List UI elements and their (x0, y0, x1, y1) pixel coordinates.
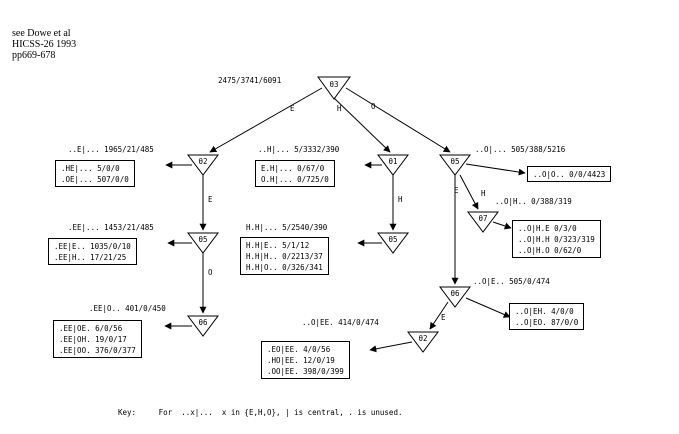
leaf-row: ..O|H.E 0/3/0 (518, 224, 577, 233)
leaf-box-nOH: ..O|H.E 0/3/0 ..O|H.H 0/323/319 ..O|H.O … (512, 220, 601, 258)
node-label-nH: θ1 (388, 157, 397, 166)
node-triangle-nE (187, 154, 219, 176)
node-label-nOE: θ6 (450, 289, 460, 298)
leaf-row: ..O|H.H 0/323/319 (518, 235, 595, 244)
node-triangle-nEEO (187, 315, 219, 337)
citation: see Dowe et al HICSS-26 1993 pp669-678 (12, 28, 76, 61)
edge-label-nOE-E: E (441, 313, 446, 322)
node-label-nEEO: θ6 (198, 318, 208, 327)
leaf-row: H.H|E.. 5/1/12 (246, 241, 310, 250)
edge-nOEE-leaf (369, 341, 413, 353)
leaf-row: .OE|... 507/0/0 (61, 175, 129, 184)
leaf-row: ..O|H.O 0/62/0 (518, 246, 582, 255)
node-label-nOH: θ7 (478, 214, 487, 223)
node-triangle-nHH (377, 232, 409, 254)
key-legend: Key: For ..x|... x in {E,H,O}, | is cent… (118, 408, 403, 417)
leaf-row: .HO|EE. 12/0/19 (267, 356, 335, 365)
leaf-box-nOE: ..O|EH. 4/0/0 ..O|EO. 87/0/0 (509, 303, 585, 330)
edge-nO-nOH (459, 174, 479, 210)
leaf-row: .EE|E.. 1035/0/10 (54, 242, 131, 251)
leaf-row: E.H|... 0/67/0 (261, 164, 325, 173)
node-label-nOEE: θ2 (418, 334, 427, 343)
node-triangle-root (317, 76, 351, 100)
node-stats-nH: ..H|... 5/3332/390 (258, 145, 340, 154)
leaf-box-nEEO: .EE|OE. 6/0/56 .EE|OH. 19/0/17 .EE|OO. 3… (53, 320, 142, 358)
leaf-row: .HE|... 5/0/0 (61, 164, 120, 173)
node-stats-nOE: ..O|E.. 505/0/474 (473, 277, 550, 286)
edge-label-nH-H: H (398, 195, 403, 204)
node-triangle-nH (377, 154, 409, 176)
edge-label-nO-E: E (454, 186, 459, 195)
node-stats-root: 2475/3741/6091 (218, 76, 282, 85)
leaf-row: .EE|OH. 19/0/17 (59, 335, 127, 344)
edge-label-nO-H: H (481, 189, 486, 198)
node-label-nO: θ5 (450, 157, 459, 166)
edge-root-nE (209, 87, 323, 153)
edge-label-root-H: H (337, 104, 342, 113)
node-triangle-nOEE (407, 331, 439, 353)
node-label-nHH: θ5 (388, 235, 397, 244)
leaf-row: O.H|... 0/725/0 (261, 175, 329, 184)
node-label-root: θ3 (329, 80, 338, 89)
leaf-box-nOEE: .EO|EE. 4/0/56 .HO|EE. 12/0/19 .OO|EE. 3… (261, 341, 350, 379)
citation-line: HICSS-26 1993 (12, 39, 77, 50)
edge-label-nEE-O: O (208, 268, 213, 277)
node-stats-nE: ..E|... 1965/21/485 (68, 145, 154, 154)
node-triangle-nO (439, 154, 471, 176)
node-stats-nOEE: ..O|EE. 414/0/474 (302, 318, 379, 327)
edge-nOE-nOEE (429, 301, 449, 330)
leaf-box-nE: .HE|... 5/0/0 .OE|... 507/0/0 (55, 160, 135, 187)
edge-nOH-leaf (492, 221, 512, 230)
edge-label-nE-E: E (208, 195, 213, 204)
leaf-row: .EE|OO. 376/0/377 (59, 346, 136, 355)
node-stats-nEEO: .EE|O.. 401/0/450 (89, 304, 166, 313)
leaf-box-nO: ..O|O.. 0/0/4423 (527, 166, 612, 182)
edge-root-nO (345, 87, 451, 153)
leaf-box-nH: E.H|... 0/67/0 O.H|... 0/725/0 (255, 160, 335, 187)
edge-nOE-leaf (465, 297, 511, 318)
leaf-row: ..O|O.. 0/0/4423 (533, 170, 606, 179)
leaf-row: .EO|EE. 4/0/56 (267, 345, 331, 354)
leaf-row: .EE|H.. 17/21/25 (54, 253, 127, 262)
edge-label-root-E: E (290, 104, 295, 113)
leaf-row: .EE|OE. 6/0/56 (59, 324, 123, 333)
leaf-row: .OO|EE. 398/0/399 (267, 367, 344, 376)
node-triangle-nOE (439, 286, 471, 308)
leaf-box-nEE: .EE|E.. 1035/0/10 .EE|H.. 17/21/25 (48, 238, 137, 265)
leaf-box-nHH: H.H|E.. 5/1/12 H.H|H.. 0/2213/37 H.H|O..… (240, 237, 329, 275)
leaf-row: ..O|EH. 4/0/0 (515, 307, 574, 316)
edge-root-nH (333, 97, 391, 153)
node-triangle-nOH (467, 211, 499, 233)
citation-line: pp669-678 (12, 50, 56, 61)
leaf-row: H.H|H.. 0/2213/37 (246, 252, 323, 261)
citation-line: see Dowe et al (12, 28, 71, 39)
leaf-row: ..O|EO. 87/0/0 (515, 318, 579, 327)
node-label-nEE: θ5 (198, 235, 207, 244)
node-stats-nHH: H.H|... 5/2540/390 (246, 223, 328, 232)
edge-nO-leaf (465, 163, 526, 176)
node-stats-nEE: .EE|... 1453/21/485 (68, 223, 154, 232)
node-triangle-nEE (187, 232, 219, 254)
edge-label-root-O: O (371, 102, 376, 111)
node-stats-nOH: ..O|H.. 0/388/319 (495, 197, 572, 206)
node-stats-nO: ..O|... 505/388/5216 (475, 145, 566, 154)
leaf-row: H.H|O.. 0/326/341 (246, 263, 323, 272)
node-label-nE: θ2 (198, 157, 207, 166)
